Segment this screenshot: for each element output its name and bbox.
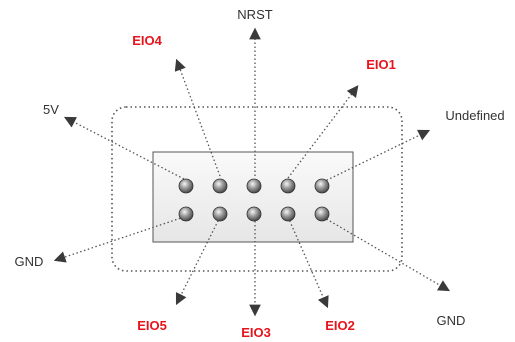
- label-eio4: EIO4: [132, 33, 162, 48]
- leader-line-gnd-left: [53, 216, 185, 263]
- label-eio1: EIO1: [366, 57, 396, 72]
- leader-lines: [53, 27, 451, 317]
- pin: [246, 178, 262, 194]
- label-eio2: EIO2: [325, 318, 355, 333]
- label-nrst: NRST: [237, 7, 272, 22]
- leader-line-eio5: [175, 216, 221, 306]
- label-eio3: EIO3: [241, 325, 271, 340]
- pin: [280, 178, 296, 194]
- pin: [314, 178, 330, 194]
- pin: [246, 206, 262, 222]
- connector-body: [152, 151, 354, 243]
- pin: [178, 178, 194, 194]
- label-5v: 5V: [43, 102, 59, 117]
- leader-line-eio4: [174, 58, 221, 177]
- leader-line-gnd-right: [322, 216, 451, 292]
- label-undefined: Undefined: [445, 108, 504, 123]
- pin: [314, 206, 330, 222]
- pin: [212, 206, 228, 222]
- label-gnd-left: GND: [15, 254, 44, 269]
- pin: [280, 206, 296, 222]
- label-gnd-right: GND: [437, 313, 466, 328]
- pin: [178, 206, 194, 222]
- leader-line-undefined: [322, 129, 431, 183]
- connector-pins: [178, 178, 330, 222]
- board-outline: [111, 106, 403, 272]
- pin: [212, 178, 228, 194]
- leader-line-eio2: [287, 216, 329, 309]
- leader-line-eio1: [287, 85, 359, 179]
- label-eio5: EIO5: [137, 318, 167, 333]
